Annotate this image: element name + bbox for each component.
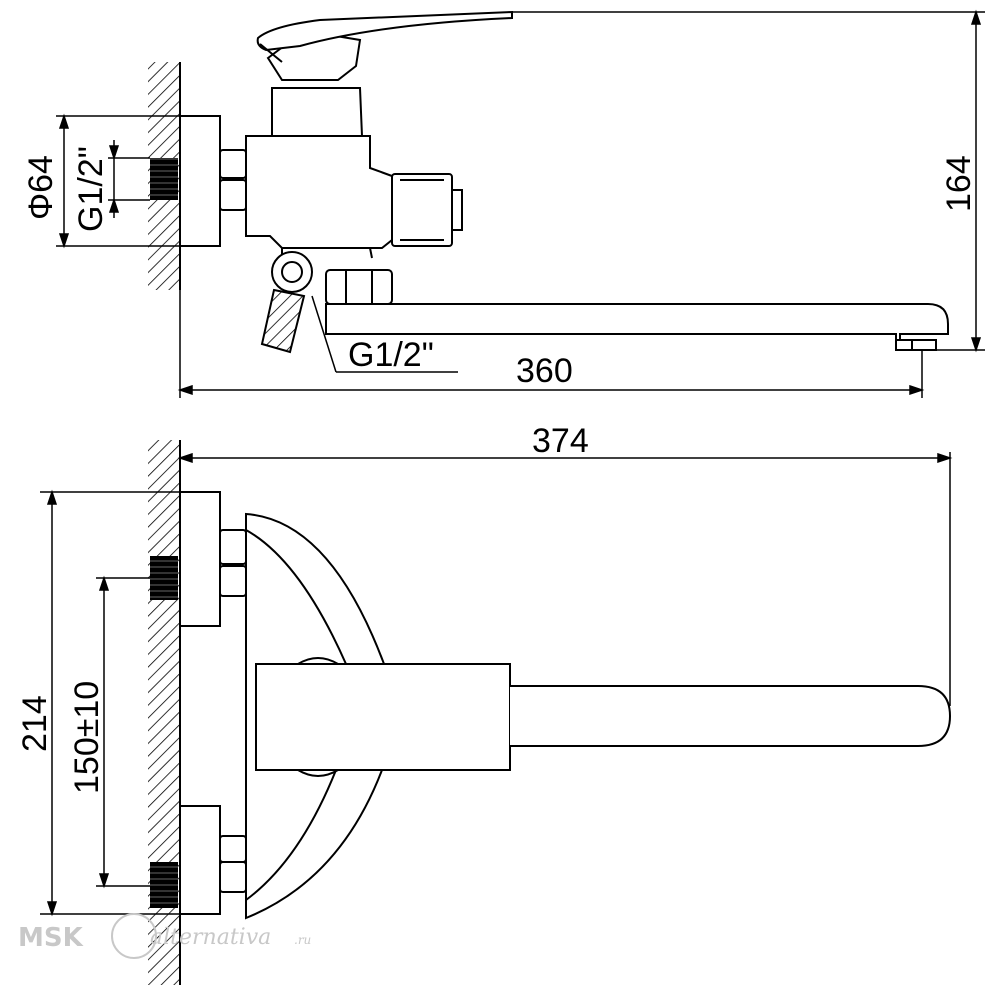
- dimension-374: [177, 440, 953, 706]
- wall-thread-upper: [150, 556, 178, 600]
- spout-plan: [255, 663, 952, 771]
- dimension-phi64: [56, 113, 220, 249]
- diverter-knob: [391, 173, 463, 247]
- dimension-374-label: 374: [532, 422, 589, 460]
- watermark-logo: MSK alternativa .ru: [18, 913, 311, 959]
- outlet-thread-label: G1/2": [348, 336, 434, 374]
- dimension-214: [40, 489, 180, 917]
- lever-handle-side: [256, 10, 513, 81]
- dimension-150: [96, 575, 150, 889]
- wall-thread-top: [150, 158, 178, 200]
- watermark-circle: [111, 913, 157, 959]
- dimension-150-label: 150±10: [68, 681, 106, 794]
- mixer-body-plan: [245, 512, 386, 920]
- escutcheon-top: [179, 115, 221, 247]
- wall-thread-label: G1/2": [72, 146, 110, 232]
- leader-outlet-thread: [311, 295, 458, 373]
- dimension-164: [512, 9, 985, 353]
- eccentric-nut-lower: [219, 835, 247, 893]
- phi64-label: Φ64: [22, 155, 60, 220]
- dimension-360-label: 360: [516, 352, 573, 390]
- escutcheon-lower: [179, 805, 221, 915]
- spout-side: [325, 303, 949, 351]
- dimension-214-label: 214: [16, 695, 54, 752]
- watermark-site: alternativa: [150, 925, 271, 950]
- eccentric-nut-top: [219, 149, 247, 211]
- spout-nut: [325, 269, 393, 305]
- dimension-164-label: 164: [940, 155, 978, 212]
- watermark-domain: .ru: [294, 933, 311, 947]
- side-view: 164 360 G1/2" Φ64: [22, 9, 985, 398]
- wall-thread-lower: [150, 862, 178, 908]
- escutcheon-upper: [179, 491, 221, 627]
- shower-connector: [260, 251, 313, 354]
- plan-view: 374 214 150±10: [16, 422, 953, 985]
- dimension-360: [177, 290, 925, 398]
- dimension-wall-thread: [108, 140, 150, 218]
- eccentric-nut-upper: [219, 529, 247, 597]
- mixer-body-side: [245, 87, 393, 259]
- watermark-brand: MSK: [18, 923, 84, 953]
